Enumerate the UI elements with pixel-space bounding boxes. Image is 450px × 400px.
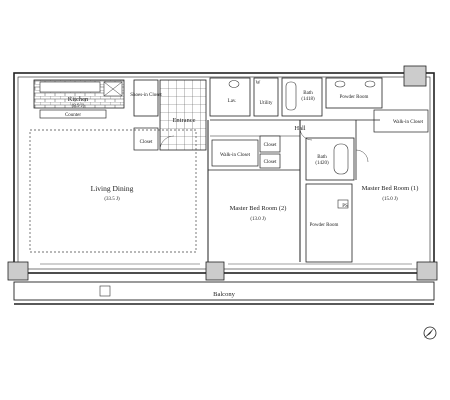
label-bath-top: Bath — [303, 91, 313, 96]
closet-entrance — [133, 127, 159, 151]
compass-north-icon — [423, 326, 437, 340]
shoes-closet — [133, 79, 159, 117]
kitchen-counter — [39, 109, 107, 119]
label-living-dining: Living Dining — [91, 184, 134, 193]
label-master1: Master Bed Room (1) — [362, 185, 419, 192]
label-wc: W — [256, 81, 261, 86]
column-bottom-mid — [205, 261, 225, 281]
label-living-dining-size: (33.5 J) — [104, 197, 120, 202]
bath-room-mid — [305, 137, 355, 181]
label-powder-room-top: Powder Room — [340, 95, 369, 100]
label-utility: Utility — [259, 101, 273, 106]
walkin-closet-mid — [211, 139, 259, 167]
label-bath-mid: Bath — [317, 155, 327, 160]
lav-room — [209, 77, 251, 117]
column-top-right — [403, 65, 427, 87]
label-balcony: Balcony — [213, 291, 235, 298]
column-bottom-right — [416, 261, 438, 281]
label-lav: Lav. — [228, 99, 237, 104]
label-bath-mid-sub: (1420) — [315, 161, 329, 166]
utility-room — [253, 77, 279, 117]
powder-room-mid — [305, 183, 353, 263]
column-bottom-left — [7, 261, 29, 281]
label-master2-size: (13.0 J) — [250, 217, 266, 222]
label-powder-room-mid: Powder Room — [310, 223, 339, 228]
powder-room-top — [325, 77, 383, 109]
balcony-area — [13, 281, 435, 301]
label-kitchen-size: (8.9 J) — [72, 104, 85, 109]
label-closet-a: Closet — [264, 143, 277, 148]
closet-a — [259, 135, 281, 153]
kitchen-stove — [39, 81, 101, 93]
label-master2: Master Bed Room (2) — [230, 205, 287, 212]
label-master1-size: (15.0 J) — [382, 197, 398, 202]
label-closet: Closet — [140, 140, 153, 145]
entrance-floor — [159, 79, 207, 151]
label-walkin-closet-mid: Walk-in Closet — [220, 153, 251, 158]
outdoor-unit — [99, 285, 111, 297]
closet-b — [259, 153, 281, 169]
label-ps: PS — [342, 204, 348, 209]
label-bath-top-sub: (1418) — [301, 97, 315, 102]
walkin-closet-right — [373, 109, 429, 133]
label-kitchen: Kitchen — [68, 96, 89, 103]
label-shoes-closet: Shoes-in Closet — [130, 93, 162, 98]
label-walkin-closet-right: Walk-in Closet — [393, 120, 424, 125]
label-entrance: Entrance — [172, 117, 195, 124]
label-closet-b: Closet — [264, 160, 277, 165]
label-hall: Hall — [294, 125, 305, 132]
label-counter: Counter — [65, 113, 81, 118]
